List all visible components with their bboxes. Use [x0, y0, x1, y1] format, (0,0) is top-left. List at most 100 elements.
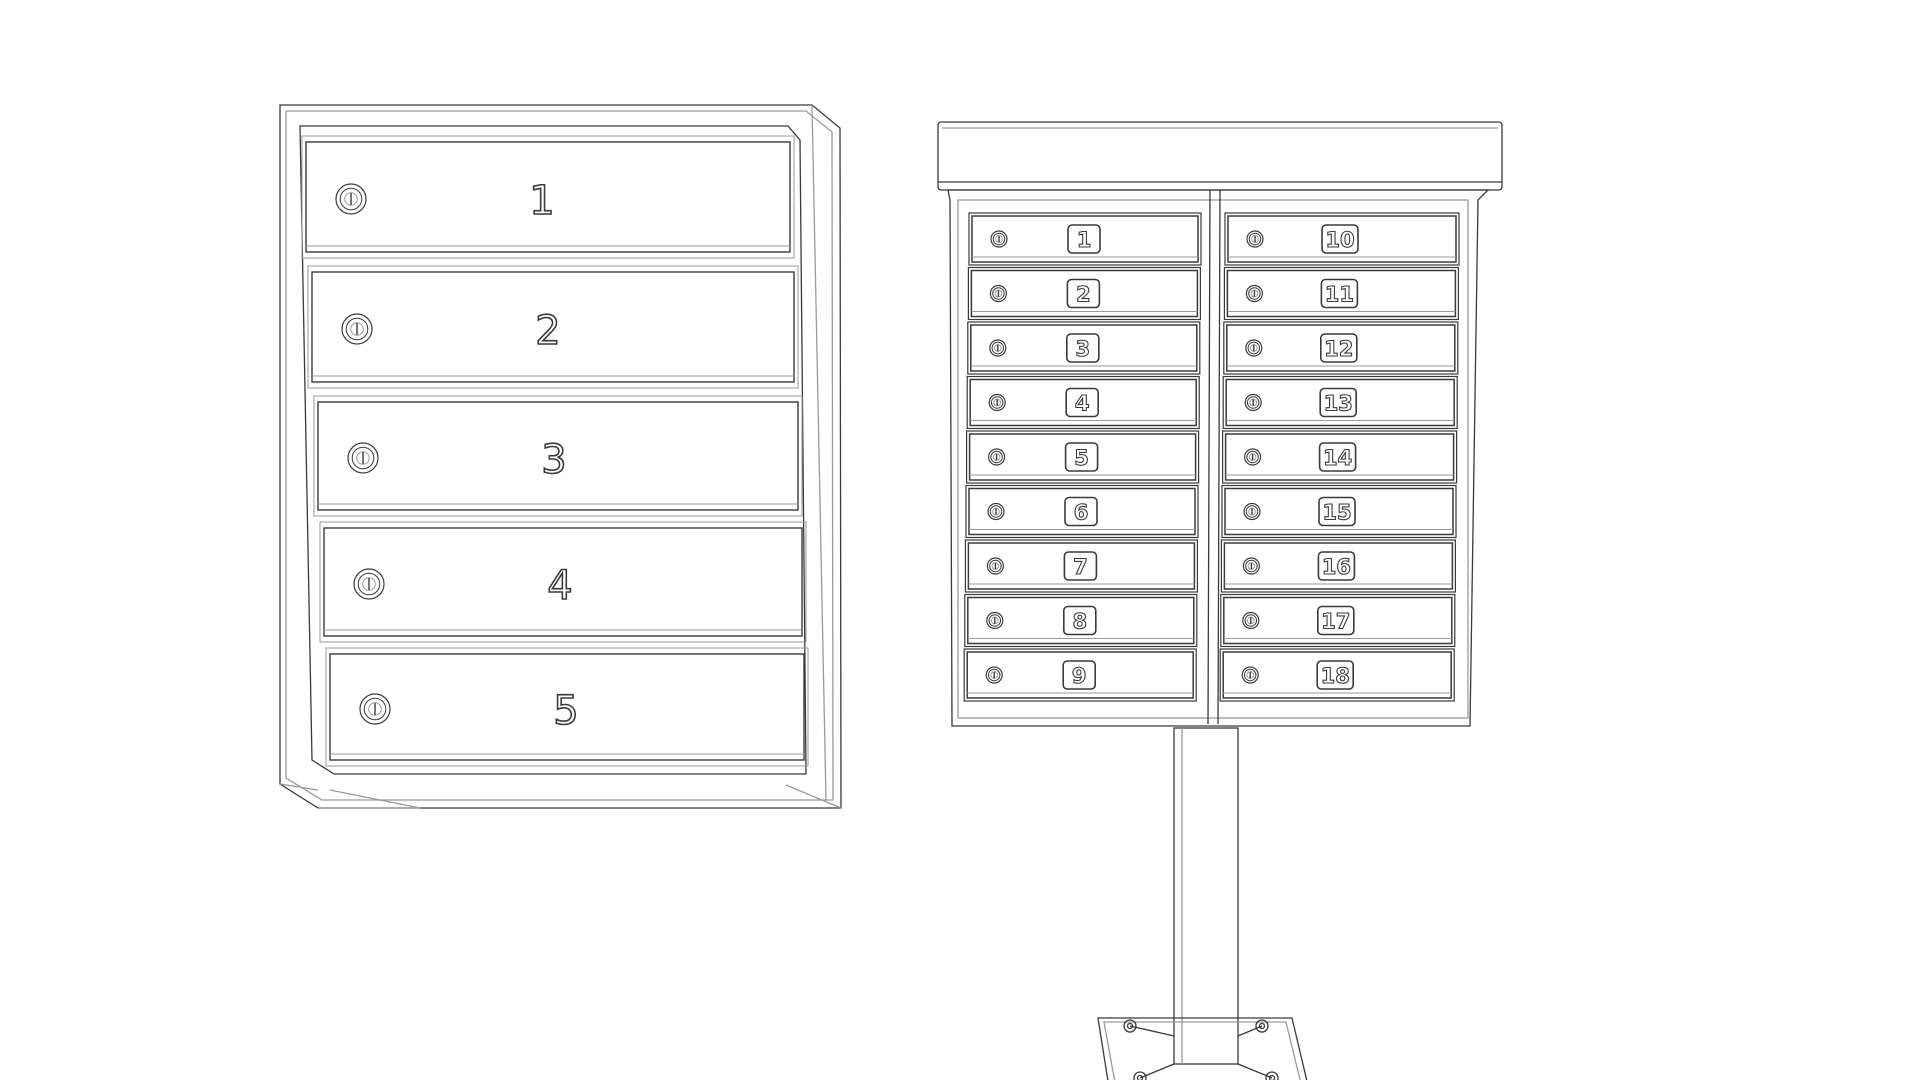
lock-icon[interactable] [985, 666, 1003, 684]
pedestal-door-number: 4 [1075, 392, 1090, 416]
pedestal-mailbox-door[interactable]: 13 [1222, 375, 1458, 430]
pedestal-base-gusset [1129, 1025, 1175, 1037]
lock-icon[interactable] [359, 693, 391, 725]
wall-door-number: 5 [553, 688, 578, 734]
pedestal-door-number: 5 [1074, 446, 1089, 470]
wall-unit-inner-frame [299, 125, 807, 775]
pedestal-cabinet [947, 189, 1490, 727]
door-number-plate [1067, 224, 1101, 254]
base-bolt [1123, 1019, 1137, 1033]
pedestal-mailbox-door[interactable]: 8 [964, 593, 1198, 648]
pedestal-door-number: 1 [1077, 228, 1092, 252]
pedestal-door-number: 12 [1324, 337, 1353, 361]
pedestal-mailbox-door[interactable]: 7 [964, 539, 1199, 593]
lock-icon[interactable] [1241, 666, 1259, 684]
door-number-plate [1317, 605, 1355, 636]
door-number-plate [1321, 224, 1359, 254]
pedestal-mailbox-door[interactable]: 1 [968, 212, 1202, 266]
wall-door-number: 2 [535, 308, 560, 354]
pedestal-door-number: 7 [1073, 555, 1088, 579]
lock-icon[interactable] [335, 183, 367, 215]
wall-unit-edge [279, 783, 319, 791]
door-number-plate [1066, 278, 1101, 309]
pedestal-mailbox-door[interactable]: 6 [965, 484, 1199, 539]
pedestal-post [1173, 727, 1239, 1065]
lock-icon[interactable] [1243, 502, 1261, 521]
lock-icon[interactable] [987, 448, 1006, 466]
wall-door-number: 4 [547, 563, 572, 609]
pedestal-door-number: 15 [1322, 501, 1351, 525]
lock-icon[interactable] [1243, 448, 1262, 466]
pedestal-center-divider [1217, 189, 1221, 725]
pedestal-mailbox-door[interactable]: 10 [1224, 212, 1460, 266]
pedestal-mailbox-door[interactable]: 18 [1219, 648, 1455, 702]
lock-icon[interactable] [989, 284, 1008, 303]
pedestal-door-number: 2 [1076, 283, 1091, 307]
pedestal-mailbox-door[interactable]: 9 [963, 648, 1197, 702]
pedestal-base-plate [1097, 1017, 1308, 1080]
wall-mailbox-door[interactable]: 1 [301, 135, 795, 259]
door-number-plate [1318, 442, 1357, 472]
door-number-plate [1320, 278, 1359, 309]
pedestal-mailbox-door[interactable]: 4 [966, 375, 1200, 430]
door-number-plate [1317, 551, 1356, 581]
wall-unit-edge [329, 789, 421, 809]
lock-icon[interactable] [989, 339, 1007, 357]
pedestal-door-number: 3 [1075, 337, 1090, 361]
lock-icon[interactable] [347, 442, 379, 474]
wall-unit-edge [785, 784, 842, 809]
door-number-plate [1065, 387, 1099, 418]
pedestal-mailbox-unit [937, 121, 1503, 1080]
pedestal-mailbox-door[interactable]: 3 [967, 321, 1201, 375]
pedestal-door-number: 14 [1323, 446, 1352, 470]
base-bolt [1255, 1019, 1269, 1033]
lock-icon[interactable] [1246, 230, 1264, 248]
lock-icon[interactable] [987, 502, 1005, 521]
pedestal-door-number: 18 [1321, 664, 1350, 688]
pedestal-mailbox-door[interactable]: 11 [1223, 266, 1460, 321]
pedestal-mailbox-door[interactable]: 15 [1221, 484, 1457, 539]
lock-icon[interactable] [988, 393, 1006, 412]
pedestal-base-plate-inner [1103, 1021, 1301, 1080]
pedestal-center-divider [1207, 189, 1211, 725]
pedestal-mailbox-door[interactable]: 14 [1221, 430, 1458, 484]
pedestal-door-number: 6 [1074, 501, 1089, 525]
door-number-plate [1064, 496, 1098, 527]
pedestal-door-number: 16 [1322, 555, 1351, 579]
door-number-plate [1062, 660, 1096, 690]
pedestal-door-number: 10 [1325, 228, 1354, 252]
wall-mailbox-door[interactable]: 3 [313, 395, 803, 517]
base-bolt [1133, 1071, 1147, 1080]
lock-icon[interactable] [353, 568, 385, 600]
door-number-plate [1318, 496, 1356, 527]
wall-mailbox-door[interactable]: 2 [307, 265, 799, 389]
pedestal-mailbox-door[interactable]: 12 [1223, 321, 1459, 375]
lock-icon[interactable] [986, 557, 1005, 575]
lock-icon[interactable] [1245, 339, 1263, 357]
lock-icon[interactable] [986, 611, 1004, 630]
door-number-plate [1063, 551, 1098, 581]
door-number-plate [1320, 333, 1358, 363]
wall-mailbox-door[interactable]: 4 [319, 521, 807, 643]
pedestal-mailbox-door[interactable]: 5 [965, 430, 1200, 484]
pedestal-base-gusset [1237, 1025, 1263, 1037]
lock-icon[interactable] [1242, 611, 1260, 630]
lock-icon[interactable] [341, 313, 373, 345]
lock-icon[interactable] [990, 230, 1008, 248]
wall-mailbox-door[interactable]: 5 [325, 647, 809, 767]
wall-unit-edge [811, 104, 827, 801]
pedestal-door-number: 17 [1321, 610, 1350, 634]
wall-door-number: 3 [541, 437, 566, 483]
lock-icon[interactable] [1244, 393, 1262, 412]
pedestal-mailbox-door[interactable]: 2 [967, 266, 1202, 321]
wall-door-number: 1 [529, 178, 554, 224]
lock-icon[interactable] [1245, 284, 1264, 303]
lock-icon[interactable] [1242, 557, 1261, 575]
pedestal-mailbox-door[interactable]: 17 [1220, 593, 1456, 648]
door-number-plate [1064, 442, 1099, 472]
pedestal-door-number: 13 [1324, 392, 1353, 416]
pedestal-top-cap [937, 121, 1503, 191]
pedestal-mailbox-door[interactable]: 16 [1220, 539, 1457, 593]
